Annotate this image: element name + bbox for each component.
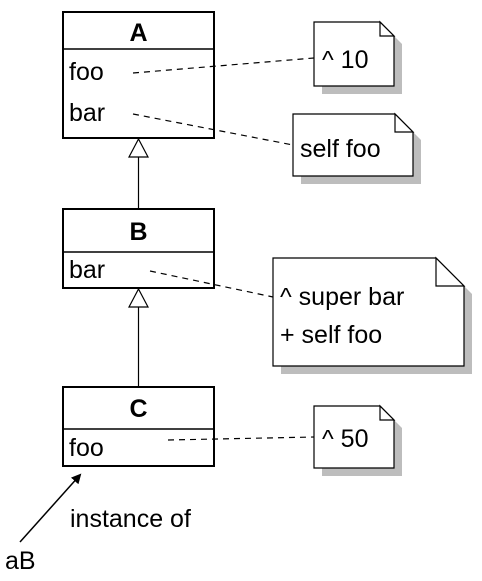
class-b-box xyxy=(62,208,215,289)
class-a-method-bar: bar xyxy=(69,99,105,127)
instance-arrow xyxy=(19,473,82,543)
class-a: A foo bar xyxy=(62,11,215,139)
note-a-foo: ^ 10 xyxy=(132,20,402,94)
note-box xyxy=(272,257,465,367)
inheritance-triangle-icon xyxy=(128,137,149,158)
class-c-title: C xyxy=(129,395,147,423)
class-c: C foo xyxy=(62,386,215,467)
note-box xyxy=(313,405,395,469)
note-a-bar: self foo xyxy=(132,112,421,184)
note-text-line-1: ^ super bar xyxy=(280,283,404,311)
class-c-box xyxy=(62,386,215,467)
instance-of-relation: instance of aB xyxy=(5,473,191,575)
note-b-bar: ^ super bar + self foo xyxy=(149,256,472,374)
class-a-title: A xyxy=(129,19,147,47)
note-fold-icon xyxy=(435,256,466,287)
note-fold-icon xyxy=(394,112,415,133)
class-a-method-foo: foo xyxy=(69,58,104,86)
note-fold-icon xyxy=(379,20,396,37)
note-connector xyxy=(132,113,294,146)
class-b: B bar xyxy=(62,208,215,289)
note-text: ^ 50 xyxy=(322,425,368,453)
note-connector xyxy=(167,436,315,441)
class-b-title: B xyxy=(129,218,147,246)
note-box xyxy=(313,21,395,87)
note-text-line-2: + self foo xyxy=(280,321,382,349)
note-text: ^ 10 xyxy=(322,46,368,74)
note-c-foo: ^ 50 xyxy=(167,404,402,476)
inheritance-b-to-a xyxy=(128,137,149,209)
note-fold-icon xyxy=(379,404,396,421)
class-c-method-foo: foo xyxy=(69,434,104,462)
instance-of-label: instance of xyxy=(70,505,191,533)
inheritance-triangle-icon xyxy=(128,287,149,308)
note-text: self foo xyxy=(300,135,381,163)
inheritance-c-to-b xyxy=(128,287,149,387)
class-b-method-bar: bar xyxy=(69,256,105,284)
note-connector xyxy=(132,57,315,74)
class-a-box xyxy=(62,11,215,139)
instance-object-label: aB xyxy=(5,547,36,575)
note-box xyxy=(292,113,414,177)
note-connector xyxy=(149,270,274,298)
